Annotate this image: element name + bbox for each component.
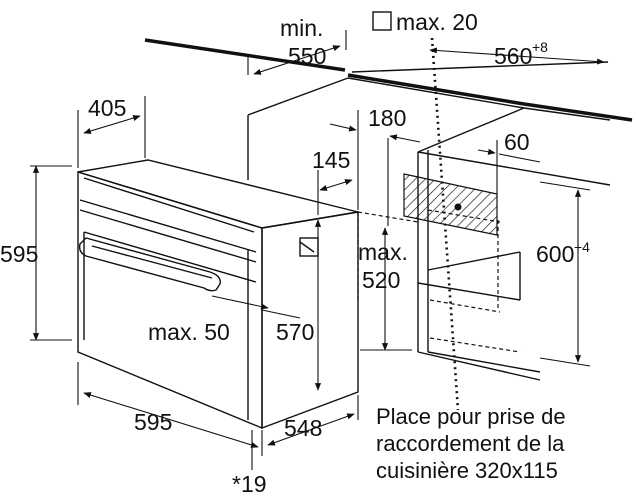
label-600: 600: [536, 241, 574, 267]
label-max-a: max.: [358, 239, 408, 265]
label-560-sup: +8: [532, 39, 548, 55]
oven-body: [77, 159, 359, 430]
label-60: 60: [504, 129, 530, 155]
label-520: 520: [362, 267, 400, 293]
square-symbol: [372, 11, 392, 31]
oven-handle: [78, 237, 221, 292]
label-595-height: 595: [0, 241, 38, 267]
outlet-zone: [403, 37, 498, 411]
label-550: 550: [288, 43, 326, 69]
label-min: min.: [280, 15, 323, 41]
label-600-sup: +4: [574, 239, 590, 255]
label-max20: max. 20: [396, 9, 478, 35]
label-max50: max. 50: [148, 319, 230, 345]
note-line-2: raccordement de la: [376, 431, 565, 456]
label-405: 405: [88, 95, 126, 121]
label-560: 560: [494, 43, 532, 69]
note-line-1: Place pour prise de: [376, 404, 566, 429]
outlet-note: Place pour prise de raccordement de la c…: [376, 404, 566, 483]
note-line-3: cuisinière 320x115: [376, 458, 558, 483]
label-19: *19: [232, 471, 267, 497]
label-570: 570: [276, 319, 314, 345]
label-595-width: 595: [134, 409, 172, 435]
label-145: 145: [312, 147, 350, 173]
label-180: 180: [368, 105, 406, 131]
dimension-labels: min. 550 max. 20 560 +8 405 180 60 145 5…: [0, 9, 590, 497]
dimension-lines: [30, 30, 605, 470]
label-548: 548: [284, 415, 322, 441]
